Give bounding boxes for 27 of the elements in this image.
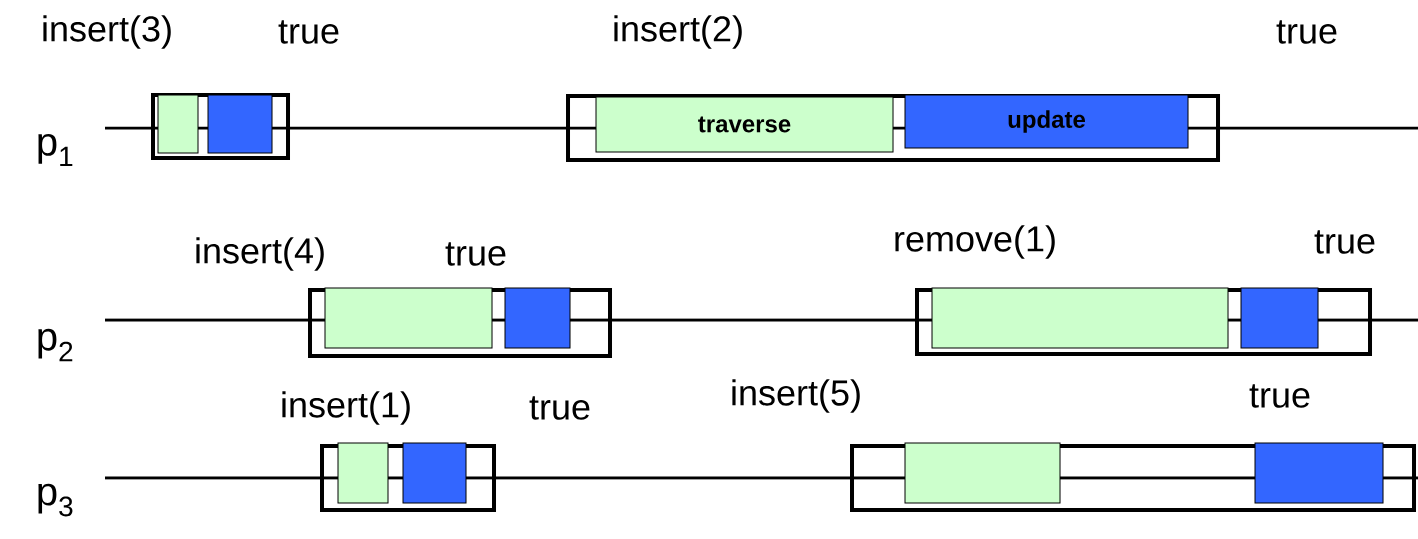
traverse-box: traverse [595, 96, 894, 153]
result-label: true [278, 20, 339, 44]
traverse-box [337, 442, 389, 504]
operation-label: insert(5) [732, 379, 860, 413]
operation-label: remove(1) [895, 225, 1055, 259]
result-label: true [529, 396, 590, 420]
result-label: true [445, 242, 506, 266]
update-box: update [904, 94, 1189, 149]
result-label: true [1276, 20, 1337, 44]
update-box [402, 442, 467, 504]
traverse-box [931, 287, 1229, 349]
process-label: p$_{1}$ [38, 133, 73, 167]
operation-label: insert(3) [43, 15, 171, 49]
operation-label: insert(4) [196, 237, 324, 271]
operation-label: insert(1) [282, 391, 410, 425]
process-label: p$_{3}$ [38, 483, 73, 517]
update-box [1240, 287, 1319, 349]
traverse-box [904, 442, 1061, 504]
result-label: true [1314, 230, 1375, 254]
operation-label: insert(2) [614, 15, 742, 49]
process-label: p$_{2}$ [38, 328, 73, 362]
traverse-box [324, 287, 493, 349]
update-box [207, 94, 273, 154]
update-box [504, 287, 571, 349]
result-label: true [1249, 384, 1310, 408]
update-box [1254, 442, 1384, 504]
traverse-box [157, 94, 199, 154]
